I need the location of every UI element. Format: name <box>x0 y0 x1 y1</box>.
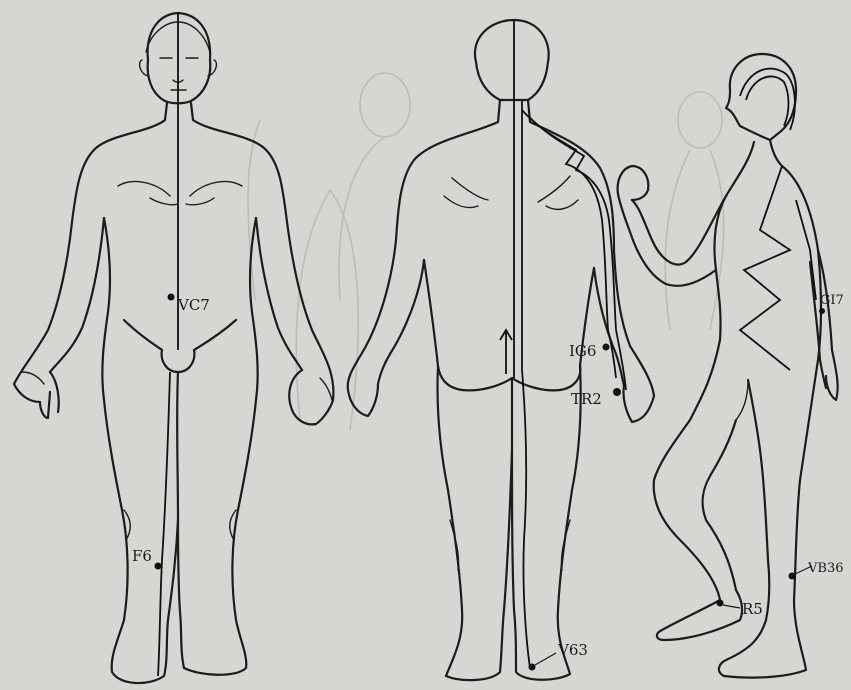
acupoint-v63-dot <box>529 664 536 671</box>
back-figure <box>348 20 654 680</box>
acupoint-vc7-label: VC7 <box>177 296 210 314</box>
acupoint-gi7-dot <box>819 308 825 314</box>
acupoint-ig6-label: IG6 <box>569 342 596 360</box>
acupoint-ig6-dot <box>603 344 610 351</box>
acupoint-v63-leader <box>535 653 556 665</box>
acupoint-r5-leader <box>723 605 740 608</box>
acupoint-tr2-label: TR2 <box>571 390 602 408</box>
acupoint-v63-label: V63 <box>557 641 588 659</box>
acupoint-r5-label: R5 <box>742 600 763 618</box>
acupoint-f6-label: F6 <box>132 547 152 565</box>
acupoint-tr2: TR2 <box>571 388 621 408</box>
front-figure <box>14 13 333 683</box>
acupoint-tr2-dot <box>613 388 621 396</box>
acupoint-gi7-label: GI7 <box>820 293 844 308</box>
acupoint-vc7: VC7 <box>168 294 210 315</box>
side-figure <box>618 54 838 678</box>
acupoint-v63: V63 <box>529 641 588 671</box>
acupoint-gi7: GI7 <box>819 293 844 314</box>
acupoint-f6-dot <box>155 563 162 570</box>
acupoint-r5-dot <box>717 600 724 607</box>
acupoint-vb36-label: VB36 <box>807 561 843 576</box>
acupoint-vb36: VB36 <box>789 561 844 580</box>
acupoint-vb36-dot <box>789 573 796 580</box>
acupoint-ig6: IG6 <box>569 342 610 360</box>
acupoint-f6: F6 <box>132 547 162 570</box>
acupoint-r5: R5 <box>717 600 763 619</box>
acupoint-vc7-dot <box>168 294 175 301</box>
